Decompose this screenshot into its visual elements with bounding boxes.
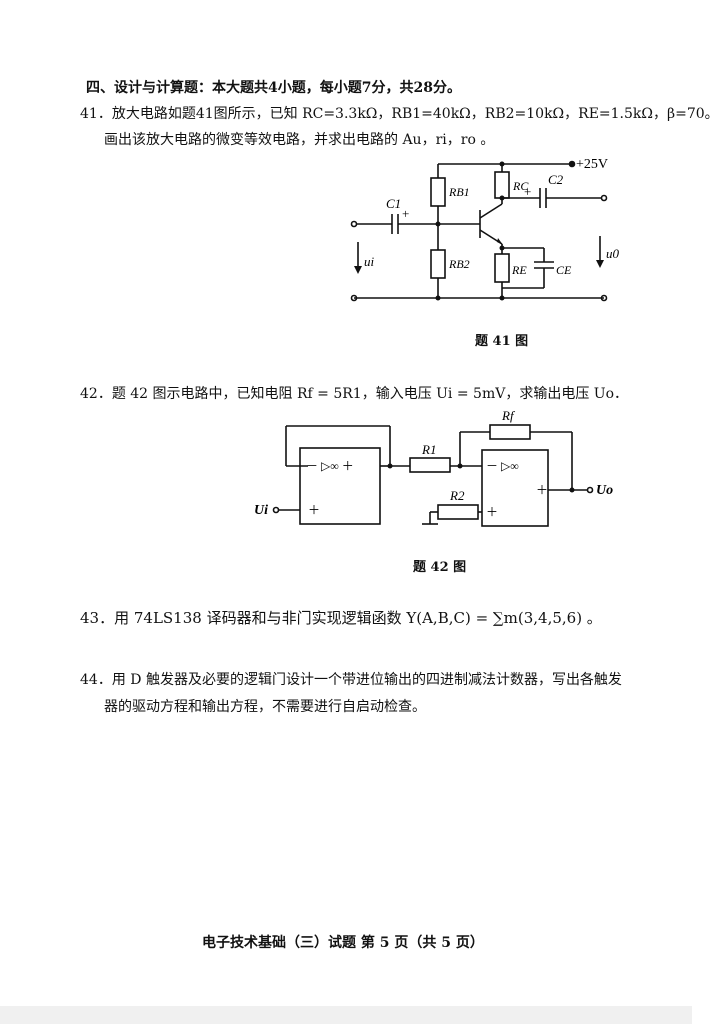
q44-line1: 44．用 D 触发器及必要的逻辑门设计一个带进位输出的四进制减法计数器，写出各触… <box>80 672 622 688</box>
c1-label: C1 <box>386 196 401 211</box>
amp1-plus: ＋ <box>308 503 320 517</box>
scan-edge-band <box>0 1006 692 1024</box>
r2-label: R2 <box>449 488 465 503</box>
section-heading: 四、设计与计算题：本大题共4小题，每小题7分，共28分。 <box>86 80 461 96</box>
ui-label: ui <box>364 254 375 269</box>
q41-line2: 画出该放大电路的微变等效电路，并求出电路的 Au，ri，ro 。 <box>104 132 495 148</box>
q44-line2: 器的驱动方程和输出方程，不需要进行自启动检查。 <box>104 699 426 715</box>
uo-label: u0 <box>606 246 620 261</box>
figure-41-caption: 题 41 图 <box>475 334 529 349</box>
rf-label: Rf <box>501 408 516 423</box>
q42-text: 42．题 42 图示电路中，已知电阻 Rf = 5R1，输入电压 Ui = 5m… <box>80 386 629 402</box>
rb2-label: RB2 <box>448 257 470 271</box>
figure-42-circuit: － ▷∞ ＋ ＋ － ▷∞ ＋ ＋ R1 Rf R2 Ui Uo <box>254 408 613 527</box>
figure-41-circuit: +25V C1 + C2 + RB1 RB2 RC RE CE ui u0 <box>350 157 620 302</box>
exam-page: 四、设计与计算题：本大题共4小题，每小题7分，共28分。 41．放大电路如题41… <box>0 80 719 1024</box>
amp2-plus: ＋ <box>486 505 498 519</box>
ui-input-label: Ui <box>254 503 268 518</box>
rb1-label: RB1 <box>448 185 470 199</box>
c2-label: C2 <box>548 172 564 187</box>
re-label: RE <box>511 263 527 277</box>
uo-output-label: Uo <box>596 483 613 498</box>
amp1-top-label: － ▷∞ ＋ <box>306 459 354 473</box>
amp2-plus-right: ＋ <box>536 483 548 497</box>
c1-plus: + <box>402 206 409 221</box>
q43-text: 43．用 74LS138 译码器和与非门实现逻辑函数 Y(A,B,C) = ∑m… <box>80 609 602 627</box>
vcc-label: +25V <box>576 157 608 172</box>
r1-label: R1 <box>421 442 436 457</box>
page-footer: 电子技术基础（三）试题 第 5 页（共 5 页） <box>202 935 484 951</box>
figure-42-caption: 题 42 图 <box>413 560 467 575</box>
q41-line1: 41．放大电路如题41图所示，已知 RC=3.3kΩ，RB1=40kΩ，RB2=… <box>80 106 719 122</box>
c2-plus: + <box>524 184 531 199</box>
rc-label: RC <box>512 179 529 193</box>
ce-label: CE <box>556 263 572 277</box>
amp2-top-label: － ▷∞ <box>486 459 519 473</box>
